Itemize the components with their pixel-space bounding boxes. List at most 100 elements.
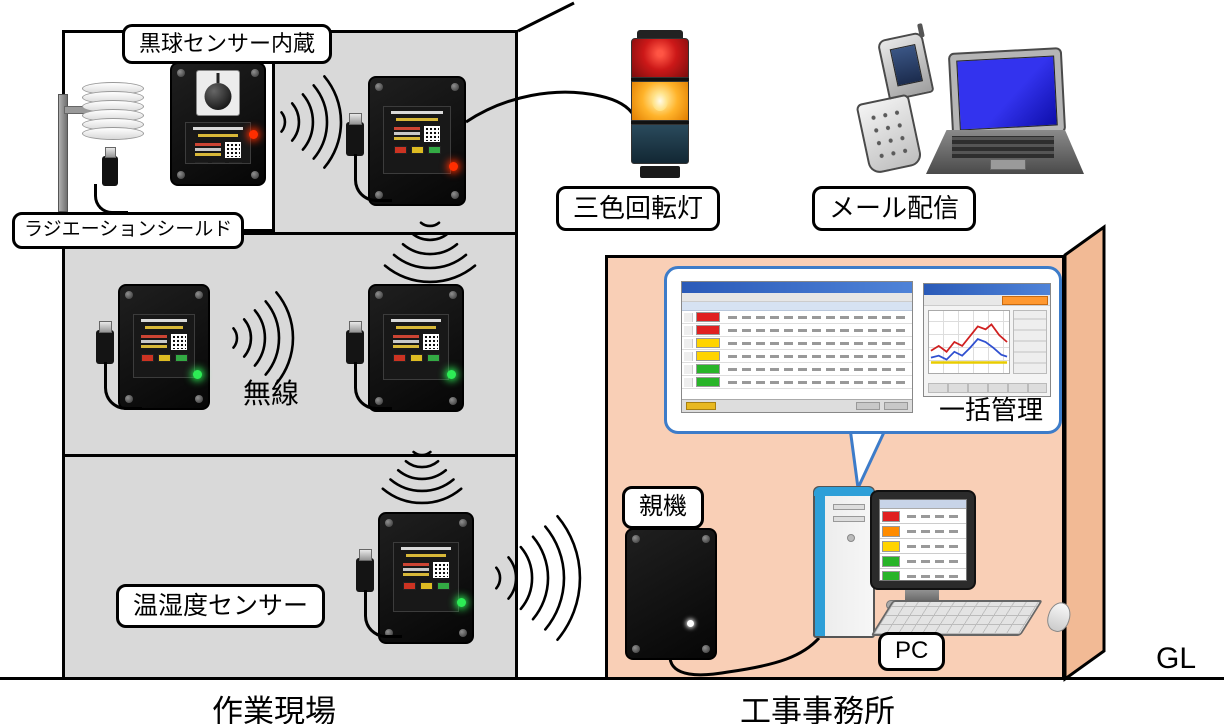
caption-work-site: 作業現場 <box>212 694 336 724</box>
probe-cable <box>364 590 402 638</box>
laptop-screen <box>947 47 1067 139</box>
chart-header <box>924 295 1050 306</box>
label-base-unit: 親機 <box>622 486 704 529</box>
label-batch-management: 一括管理 <box>938 395 1043 425</box>
screw-icon <box>632 645 640 653</box>
screw-icon <box>702 645 710 653</box>
table-row <box>682 311 912 324</box>
floor-divider <box>65 232 515 235</box>
screw-icon <box>702 535 710 543</box>
chart-side-panel <box>1013 310 1047 374</box>
label-mail-delivery: メール配信 <box>812 186 977 232</box>
label-ground-level: GL <box>1156 642 1197 675</box>
screw-icon <box>449 397 457 405</box>
laptop <box>926 47 1084 174</box>
chart-controls <box>928 383 1047 393</box>
radiation-shield-unit <box>44 78 174 223</box>
screw-icon <box>195 291 203 299</box>
table-row <box>682 363 912 376</box>
screw-icon <box>177 69 185 77</box>
label-wireless: 無線 <box>243 378 300 409</box>
label-pc: PC <box>878 632 946 671</box>
qr-code-icon <box>433 561 449 578</box>
building-depth-edge <box>517 1 575 33</box>
screw-icon <box>125 291 133 299</box>
gray-button <box>884 402 908 410</box>
monitor-screen <box>879 499 967 581</box>
sensor-device-mid-left <box>96 284 210 410</box>
usb-probe-icon <box>102 147 118 186</box>
window-statusbar <box>682 399 912 412</box>
screw-icon <box>251 171 259 179</box>
rotating-light-tower <box>628 30 692 178</box>
orange-header-chip <box>1002 296 1048 305</box>
usb-probe-icon <box>346 113 364 156</box>
status-led <box>249 130 258 139</box>
probe-cable <box>354 154 392 202</box>
screw-icon <box>451 191 459 199</box>
callout-tail <box>848 426 888 490</box>
sensor-label-plate <box>133 314 195 378</box>
screw-icon <box>375 291 383 299</box>
caption-office: 工事事務所 <box>740 694 895 724</box>
qr-code-icon <box>423 333 439 350</box>
black-globe-sensor-device <box>170 62 266 186</box>
wireless-signal-icon <box>232 75 582 641</box>
usb-probe-icon <box>96 321 114 364</box>
mini-table-window <box>681 281 913 413</box>
base-unit-device <box>625 528 717 660</box>
probe-cable <box>94 184 128 214</box>
phone-screen <box>876 31 935 102</box>
ground-line <box>0 677 1224 680</box>
table-header <box>682 302 912 311</box>
label-tower-light: 三色回転灯 <box>556 186 721 232</box>
usb-probe-icon <box>356 549 374 592</box>
temp-humidity-sensor-device <box>356 512 474 644</box>
status-led <box>457 598 466 607</box>
label-radiation-shield: ラジエーションシールド <box>12 212 245 249</box>
keyboard <box>870 600 1043 636</box>
floor-divider <box>65 454 515 457</box>
table-row <box>682 337 912 350</box>
status-led <box>449 162 458 171</box>
monitor-row <box>880 524 966 539</box>
pc-tower <box>813 486 875 638</box>
probe-cable <box>354 362 392 410</box>
monitor-row <box>880 569 966 580</box>
power-button-icon <box>847 534 855 542</box>
mini-chart-window <box>923 283 1051 397</box>
probe-cable <box>104 362 142 410</box>
base-unit-cable <box>668 637 821 677</box>
drive-bay <box>833 516 865 522</box>
screw-icon <box>449 291 457 299</box>
laptop-keyboard <box>926 130 1084 174</box>
screw-icon <box>177 171 185 179</box>
tower-amber-light <box>631 81 689 121</box>
qr-code-icon <box>171 333 187 350</box>
yellow-button <box>686 402 716 410</box>
qr-code-icon <box>424 125 440 142</box>
tower-red-light <box>631 38 689 78</box>
mini-line-chart <box>928 310 1010 374</box>
black-globe-icon <box>204 83 232 110</box>
status-led <box>447 370 456 379</box>
mounting-pole <box>58 94 68 212</box>
monitor-row <box>880 509 966 524</box>
screw-icon <box>459 519 467 527</box>
screw-icon <box>251 69 259 77</box>
screw-icon <box>195 395 203 403</box>
tower-base <box>640 166 680 178</box>
sensor-label-plate <box>383 314 449 380</box>
gray-button <box>856 402 880 410</box>
screw-icon <box>451 83 459 91</box>
bulb-icon <box>652 91 668 111</box>
screw-icon <box>385 519 393 527</box>
drive-bay <box>833 504 865 510</box>
management-software-callout: 一括管理 <box>664 266 1062 434</box>
monitor-stand <box>905 588 939 602</box>
sensor-label-plate <box>383 106 451 174</box>
tower-cap <box>637 30 683 38</box>
monitor-row <box>880 539 966 554</box>
